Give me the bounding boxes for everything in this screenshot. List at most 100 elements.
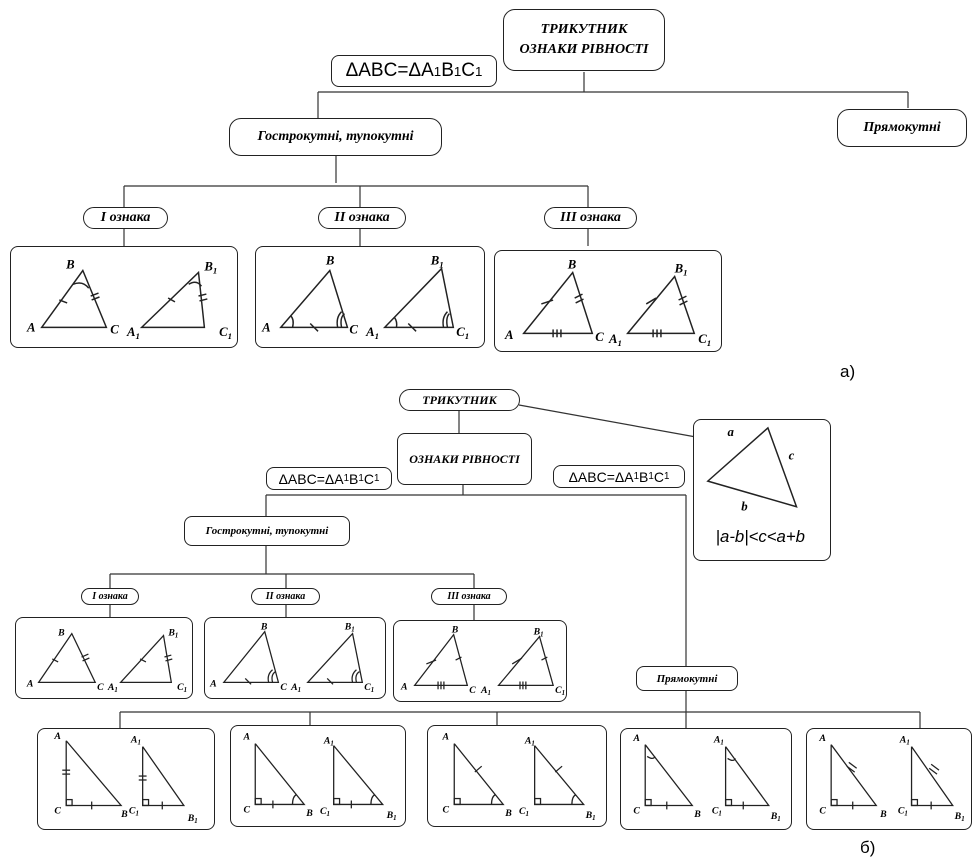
svg-text:C1: C1 [177,682,187,694]
title-box-b: ТРИКУТНИК [399,389,520,411]
right-triangles-box-b: Прямокутні [636,666,738,691]
svg-text:B: B [120,809,128,820]
svg-text:A: A [441,732,449,743]
svg-text:C: C [819,805,826,816]
svg-text:A: A [242,732,250,743]
svg-text:B1: B1 [430,254,444,270]
svg-text:B: B [693,809,701,820]
acute-obtuse-box-b: Гострокутні, тупокутні [184,516,350,546]
svg-text:A: A [400,681,408,692]
svg-text:C1: C1 [712,805,722,817]
svg-text:C: C [349,322,358,336]
vertex-B: B [65,258,75,272]
signs-box-b: ОЗНАКИ РІВНОСТІ [397,433,532,485]
sign3-label-b: III ознака [431,588,507,605]
svg-text:A: A [53,731,61,742]
right-triangles-box-a: Прямокутні [837,109,967,147]
svg-text:A1: A1 [713,735,724,747]
svg-text:A1: A1 [107,682,118,694]
svg-text:B1: B1 [187,813,198,825]
svg-text:B1: B1 [533,627,544,639]
title-box-a: ТРИКУТНИК ОЗНАКИ РІВНОСТІ [503,9,665,71]
svg-text:C1: C1 [129,805,139,817]
sign2-label-a: II ознака [318,207,406,229]
vertex-A: A [26,320,36,334]
svg-text:C: C [595,330,604,344]
vertex-C1: C1 [219,325,232,341]
sign2-label-b: II ознака [251,588,320,605]
title-line1: ТРИКУТНИК [540,22,628,37]
svg-text:A: A [818,733,826,744]
svg-text:C1: C1 [519,806,529,818]
part-label-a: а) [840,362,856,381]
title-line2: ОЗНАКИ РІВНОСТІ [519,42,649,57]
part-label-b: б) [860,838,876,857]
inequality-text: |a-b|<c<a+b [716,527,805,546]
svg-text:C: C [54,805,61,816]
vertex-B1: B1 [203,260,217,276]
svg-text:A1: A1 [323,736,334,748]
svg-text:A1: A1 [524,736,535,748]
vertex-C: C [110,322,119,336]
svg-text:C1: C1 [456,325,469,341]
svg-text:A1: A1 [899,735,910,747]
triangle-inequality-figure: a c b |a-b|<c<a+b [706,425,805,546]
svg-text:B1: B1 [344,622,355,634]
svg-text:A: A [261,320,271,334]
svg-text:B1: B1 [386,810,397,822]
svg-text:A1: A1 [130,735,141,747]
svg-text:C: C [442,804,449,815]
svg-text:A: A [632,733,640,744]
svg-text:B1: B1 [770,811,781,823]
svg-text:C: C [97,682,104,693]
svg-text:A: A [209,678,217,689]
side-c-label: c [789,448,795,462]
svg-text:B: B [325,254,335,268]
svg-text:B: B [567,258,577,272]
acute-obtuse-box-a: Гострокутні, тупокутні [229,118,442,156]
sign1-label-a: I ознака [83,207,168,229]
svg-text:B1: B1 [585,810,596,822]
svg-text:B: B [260,622,268,633]
sign3-triangles: A B C A1 B1 C1 [504,258,711,348]
svg-text:A1: A1 [480,685,491,697]
svg-text:B: B [451,625,459,636]
svg-text:B1: B1 [954,811,965,823]
svg-text:C: C [280,682,287,693]
right-panel-3: A C B A1 C1 B1 [427,725,607,827]
svg-text:A: A [504,328,514,342]
svg-text:B: B [305,808,313,819]
side-a-label: a [728,425,735,439]
sign1-panel-a: A B C A1 B1 C1 [10,246,238,348]
sign2-panel-a: A B C A1 B1 C1 [255,246,485,348]
sign3-label-a: III ознака [544,207,637,229]
svg-text:C1: C1 [698,332,711,348]
sign2-triangles: A B C A1 B1 C1 [261,254,469,342]
vertex-A1: A1 [126,325,140,341]
svg-text:C: C [633,805,640,816]
side-b-label: b [741,500,748,514]
svg-text:C1: C1 [320,806,330,818]
svg-text:A: A [26,678,34,689]
sign1-triangles: A B C A1 B1 C1 [26,258,232,342]
svg-text:B: B [879,809,887,820]
svg-text:C1: C1 [364,682,374,694]
svg-text:B1: B1 [674,262,688,278]
triangle-inequality-panel: a c b |a-b|<c<a+b [693,419,831,561]
svg-text:A1: A1 [608,332,622,348]
svg-text:A1: A1 [290,682,301,694]
svg-text:A1: A1 [365,325,379,341]
sign1-label-b: I ознака [81,588,139,605]
svg-text:C1: C1 [555,685,565,697]
svg-text:B: B [504,808,512,819]
